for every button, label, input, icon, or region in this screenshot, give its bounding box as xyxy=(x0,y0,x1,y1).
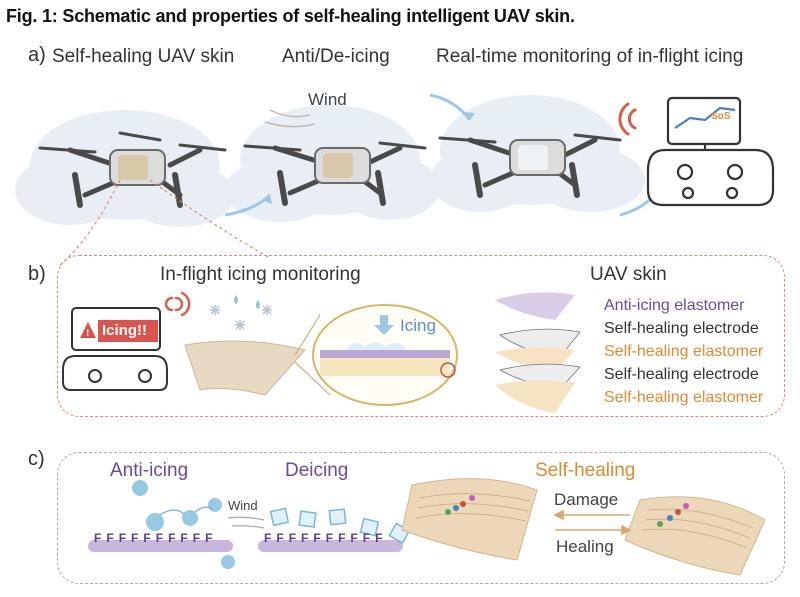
panel-a-heading-anti-deicing: Anti/De-icing xyxy=(282,46,390,67)
damaged-sheet xyxy=(401,478,538,561)
skin-sheet xyxy=(184,340,306,396)
warning-label: Icing!! xyxy=(102,322,147,339)
f-mark: F xyxy=(106,531,114,545)
signal-icon xyxy=(618,102,637,136)
snowflake-icons xyxy=(210,305,272,330)
svg-text:!: ! xyxy=(86,328,89,339)
layer-label-2: Self-healing elastomer xyxy=(604,343,764,360)
exploded-layers xyxy=(495,292,581,413)
warning-triangle-icon: ! xyxy=(80,322,96,339)
layer-label-3: Self-healing electrode xyxy=(604,366,759,383)
drone-1 xyxy=(38,131,227,208)
layer-label-0: Anti-icing elastomer xyxy=(604,297,745,314)
panel-a-heading-monitoring: Real-time monitoring of in-flight icing xyxy=(436,46,744,67)
f-mark: F xyxy=(192,531,201,545)
f-mark: F xyxy=(301,531,309,545)
panel-a-heading-self-healing: Self-healing UAV skin xyxy=(52,46,235,67)
drone-2 xyxy=(243,141,427,206)
f-mark: F xyxy=(350,531,358,545)
f-mark: F xyxy=(264,531,272,545)
down-arrow-icon xyxy=(374,315,394,335)
sos-label: SoS xyxy=(711,111,731,122)
panel-a-letter: a) xyxy=(28,44,46,66)
warning-monitor xyxy=(62,307,168,391)
f-mark: F xyxy=(180,531,188,545)
f-mark: F xyxy=(288,531,297,545)
f-row-deicing: F F F F F F F F F F xyxy=(264,531,382,545)
healed-markers xyxy=(657,503,689,527)
panel-c-heading-anti-icing: Anti-icing xyxy=(110,460,189,481)
panel-c-heading-self-healing: Self-healing xyxy=(535,460,636,481)
f-mark: F xyxy=(131,531,139,545)
f-mark: F xyxy=(362,531,371,545)
water-droplets xyxy=(132,480,235,569)
healing-arrow xyxy=(555,524,632,536)
panel-a-wind-label: Wind xyxy=(308,90,347,109)
healing-label: Healing xyxy=(556,537,614,556)
layer-cross-section xyxy=(320,342,450,376)
damage-mark-icon xyxy=(440,362,456,378)
damage-label: Damage xyxy=(554,490,619,509)
panel-c-frame xyxy=(57,452,785,584)
controller-icon xyxy=(646,96,775,207)
anti-icing-surface xyxy=(88,540,233,552)
signal-icon-b xyxy=(164,291,191,317)
wind-lines xyxy=(227,516,265,529)
panel-c-heading-deicing: Deicing xyxy=(285,460,349,481)
panel-b-heading-uav-skin: UAV skin xyxy=(590,264,667,285)
layer-label-1: Self-healing electrode xyxy=(604,320,759,337)
droplet-icons xyxy=(234,295,260,309)
f-mark: F xyxy=(375,531,383,545)
f-mark: F xyxy=(325,531,334,545)
panel-b-frame xyxy=(57,255,785,417)
panel-c-letter: c) xyxy=(28,448,45,470)
f-mark: F xyxy=(94,531,102,545)
panel-c-wind-label: Wind xyxy=(228,498,258,513)
panel-b-letter: b) xyxy=(28,263,46,285)
deicing-surface xyxy=(258,540,403,552)
f-row-anti-icing: F F F F F F F F F F xyxy=(94,531,212,545)
layer-label-4: Self-healing elastomer xyxy=(604,389,764,406)
f-mark: F xyxy=(338,531,346,545)
drone-3 xyxy=(438,133,622,198)
healed-sheet xyxy=(624,496,766,576)
f-mark: F xyxy=(155,531,164,545)
wind-swirls xyxy=(264,109,316,128)
f-mark: F xyxy=(205,531,213,545)
panel-b-heading-monitoring: In-flight icing monitoring xyxy=(160,264,361,285)
f-mark: F xyxy=(118,531,127,545)
figure-title: Fig. 1: Schematic and properties of self… xyxy=(6,6,575,26)
damage-markers xyxy=(445,495,475,515)
damage-arrow xyxy=(553,509,630,521)
f-mark: F xyxy=(313,531,321,545)
f-mark: F xyxy=(276,531,284,545)
f-mark: F xyxy=(168,531,176,545)
icing-label: Icing xyxy=(400,316,436,335)
f-mark: F xyxy=(143,531,151,545)
